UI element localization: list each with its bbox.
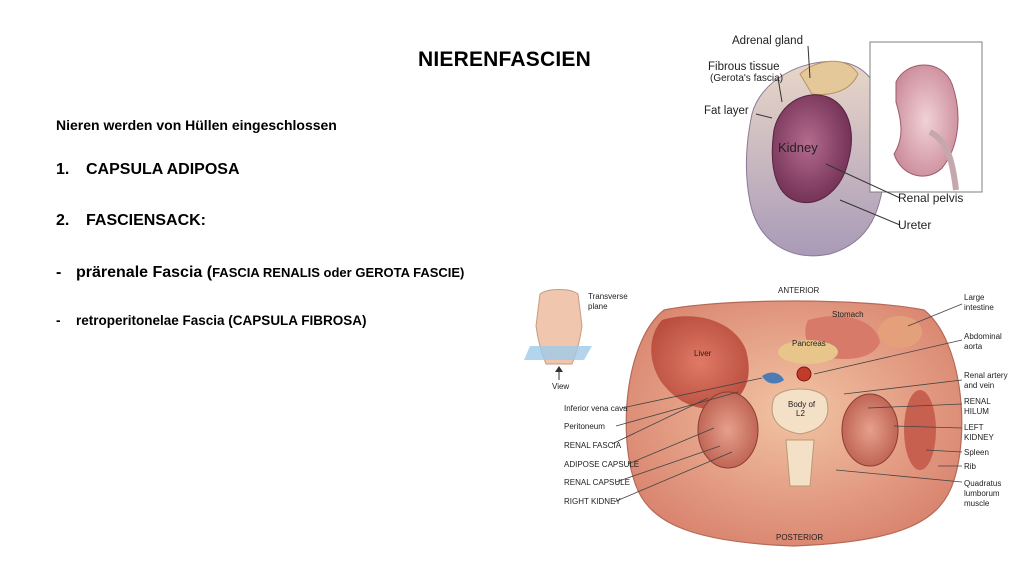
label-renal-artery: Renal artery [964, 371, 1008, 380]
intro-text: Nieren werden von Hüllen eingeschlossen [56, 117, 337, 133]
label-l2: L2 [796, 409, 805, 418]
slide-title: NIERENFASCIEN [418, 48, 591, 71]
label-renal-pelvis: Renal pelvis [898, 191, 963, 205]
bullet-item-1: -prärenale Fascia (FASCIA RENALIS oder G… [56, 264, 464, 282]
label-and-vein: and vein [964, 381, 994, 390]
label-right-kidney: RIGHT KIDNEY [564, 497, 621, 506]
label-renal-hilum-1: RENAL [964, 397, 991, 406]
label-adipose-capsule: ADIPOSE CAPSULE [564, 460, 639, 469]
bullet-lead: prärenale Fascia ( [76, 264, 213, 281]
vertebra-shape [771, 388, 829, 435]
label-body-of: Body of [788, 400, 816, 409]
item-number: 2. [56, 212, 70, 229]
label-kidney: Kidney [778, 140, 818, 155]
bullet-text: retroperitonelae Fascia (CAPSULA FIBROSA… [76, 313, 367, 328]
label-gerota-fascia: (Gerota's fascia) [710, 73, 783, 84]
large-intestine-shape [878, 316, 922, 348]
numbered-item-1: 1. CAPSULA ADIPOSA [56, 161, 240, 179]
inset-ureter-shape [928, 129, 959, 191]
spinal-process-shape [785, 439, 815, 487]
bullet-item-2: -retroperitonelae Fascia (CAPSULA FIBROS… [56, 313, 367, 328]
item-text: CAPSULA ADIPOSA [86, 161, 240, 178]
label-peritoneum: Peritoneum [564, 422, 605, 431]
label-ureter: Ureter [898, 218, 931, 232]
label-transverse: Transverse [588, 292, 628, 301]
label-posterior: POSTERIOR [776, 533, 823, 542]
ivc-shape [762, 372, 784, 384]
item-text: FASCIENSACK: [86, 212, 207, 229]
label-inferior-vena-cava: Inferior vena cava [564, 404, 628, 413]
liver-shape [651, 316, 749, 409]
right-kidney-shape [697, 391, 759, 469]
label-plane: plane [588, 302, 608, 311]
label-large: Large [964, 293, 985, 302]
inset-kidney-shape [893, 64, 959, 177]
label-intestine: intestine [964, 303, 994, 312]
spleen-shape [904, 390, 936, 470]
label-renal-hilum-2: HILUM [964, 407, 989, 416]
adrenal-gland-shape [799, 60, 859, 95]
label-rib: Rib [964, 462, 977, 471]
label-abdominal: Abdominal [964, 332, 1002, 341]
label-quadratus: Quadratus [964, 479, 1001, 488]
bullet-rest: FASCIA RENALIS oder GEROTA FASCIE) [212, 265, 465, 280]
label-renal-capsule: RENAL CAPSULE [564, 478, 630, 487]
label-anterior: ANTERIOR [778, 286, 820, 295]
torso-thumbnail [524, 289, 592, 380]
numbered-item-2: 2. FASCIENSACK: [56, 212, 206, 230]
label-left-kidney-1: LEFT [964, 423, 984, 432]
pancreas-shape [778, 340, 838, 364]
label-liver: Liver [694, 349, 712, 358]
aorta-shape [796, 366, 812, 382]
label-adrenal-gland: Adrenal gland [732, 35, 803, 47]
label-spleen: Spleen [964, 448, 989, 457]
transverse-section-illustration: ANTERIOR POSTERIOR Transverse plane View… [524, 286, 1008, 547]
label-lumborum: lumborum [964, 489, 1000, 498]
left-kidney-shape [841, 393, 899, 467]
label-fat-layer: Fat layer [704, 105, 749, 117]
bullet-dash: - [56, 264, 62, 281]
label-renal-fascia: RENAL FASCIA [564, 441, 622, 450]
label-pancreas: Pancreas [792, 339, 826, 348]
label-stomach: Stomach [832, 310, 864, 319]
bullet-dash: - [56, 313, 61, 328]
label-fibrous-tissue: Fibrous tissue [708, 61, 780, 73]
item-number: 1. [56, 161, 70, 178]
label-muscle: muscle [964, 499, 990, 508]
kidney-fascia-illustration: Adrenal gland Fibrous tissue (Gerota's f… [704, 35, 983, 257]
label-aorta: aorta [964, 342, 983, 351]
label-view: View [552, 382, 569, 391]
label-left-kidney-2: KIDNEY [964, 433, 994, 442]
kidney-shape [771, 94, 852, 204]
